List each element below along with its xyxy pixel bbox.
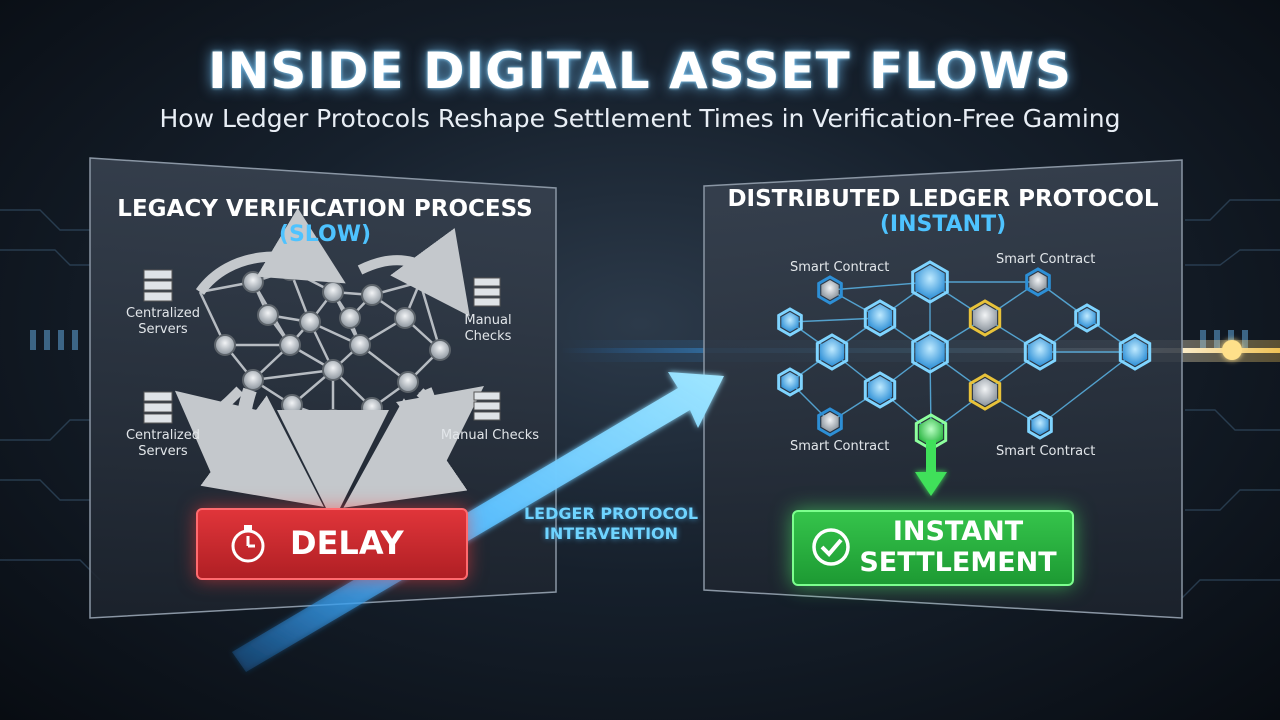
centralized-servers-label: Centralized Servers (125, 306, 201, 337)
ledger-node-blue (915, 335, 945, 369)
ledger-panel-title: DISTRIBUTED LEDGER PROTOCOL (727, 186, 1159, 212)
ledger-node-gold (972, 304, 998, 332)
network-node (279, 334, 301, 356)
smart-contract-label: Smart Contract (790, 260, 890, 275)
page-subtitle: How Ledger Protocols Reshape Settlement … (159, 104, 1121, 133)
ledger-node-gold-ring (968, 299, 1002, 337)
ledger-node-grey-ring (817, 275, 843, 305)
ledger-node-blue (867, 376, 893, 404)
ledger-node-grey (1029, 272, 1047, 292)
network-node (429, 339, 451, 361)
ledger-node-blue-ring (863, 299, 897, 337)
circuit-background (0, 199, 1280, 601)
ledger-node-blue (781, 312, 799, 332)
settlement-arrow-head (915, 472, 947, 496)
network-node (361, 284, 383, 306)
network-node (242, 369, 264, 391)
ledger-node-blue (1027, 338, 1053, 366)
delay-label: DELAY (290, 524, 404, 562)
network-node (397, 371, 419, 393)
ledger-node-grey (821, 412, 839, 432)
ledger-link (789, 381, 831, 423)
ledger-node-blue-ring (911, 330, 949, 374)
ledger-node-gold (972, 378, 998, 406)
ledger-node-blue (1078, 308, 1096, 328)
page-title: INSIDE DIGITAL ASSET FLOWS (207, 42, 1073, 100)
flow-arrow (195, 207, 346, 296)
ledger-node-green (918, 418, 944, 446)
ledger-panel-tag: (INSTANT) (879, 212, 1007, 237)
ledger-node-blue (781, 372, 799, 392)
network-node (242, 271, 264, 293)
network-link (252, 368, 334, 382)
ledger-node-blue-ring (1023, 333, 1057, 371)
ledger-node-blue-ring (815, 333, 849, 371)
network-node (299, 311, 321, 333)
ledger-node-blue (915, 265, 945, 299)
network-node (349, 334, 371, 356)
legacy-panel-tag: (SLOW) (278, 222, 372, 247)
server-icon (143, 269, 173, 302)
ledger-node-grey-ring (817, 407, 843, 437)
ledger-link (1037, 281, 1088, 319)
instant-settlement-result: INSTANT SETTLEMENT (792, 510, 1074, 586)
ledger-panel (703, 159, 1183, 619)
ledger-node-blue-ring (1074, 303, 1100, 333)
smart-contract-label: Smart Contract (996, 252, 1096, 267)
network-node (257, 304, 279, 326)
manual-checks-label: Manual Checks (440, 428, 540, 443)
ledger-node-blue-ring (863, 371, 897, 409)
ledger-node-blue (819, 338, 845, 366)
ledger-node-blue-ring (777, 307, 803, 337)
smart-contract-label: Smart Contract (996, 444, 1096, 459)
ledger-node-grey (821, 280, 839, 300)
ledger-network (777, 260, 1152, 496)
ledger-node-blue (1031, 415, 1049, 435)
ledger-node-blue-ring (777, 367, 803, 397)
intervention-arrow (232, 372, 724, 672)
stopwatch-icon (231, 525, 265, 563)
legacy-panel-title: LEGACY VERIFICATION PROCESS (117, 196, 533, 222)
ledger-node-blue (1122, 338, 1148, 366)
smart-contract-label: Smart Contract (790, 439, 890, 454)
ledger-node-blue-ring (1118, 333, 1152, 371)
network-node (394, 307, 416, 329)
ledger-link (1039, 351, 1136, 426)
checkmark-icon (812, 528, 850, 566)
server-icon (473, 391, 501, 421)
settlement-label: INSTANT SETTLEMENT (859, 516, 1057, 578)
server-icon (473, 277, 501, 307)
network-node (214, 334, 236, 356)
beam-flare (1222, 340, 1242, 360)
server-icon (143, 391, 173, 424)
network-node (361, 397, 383, 419)
legacy-network (174, 207, 485, 522)
network-node (339, 307, 361, 329)
delay-result: DELAY (196, 508, 468, 580)
flow-arrow-to-delay (343, 387, 468, 508)
flow-arrow (357, 228, 470, 317)
ledger-node-blue-ring (1027, 410, 1053, 440)
ledger-node-blue-ring (911, 260, 949, 304)
network-node (322, 281, 344, 303)
centralized-servers-label: Centralized Servers (125, 428, 201, 459)
ledger-node-blue (867, 304, 893, 332)
ledger-node-grey-ring (1025, 267, 1051, 297)
network-node (322, 359, 344, 381)
ledger-node-gold-ring (968, 373, 1002, 411)
network-node (281, 394, 303, 416)
intervention-label: LEDGER PROTOCOL INTERVENTION (523, 504, 699, 543)
manual-checks-label: Manual Checks (464, 313, 512, 344)
